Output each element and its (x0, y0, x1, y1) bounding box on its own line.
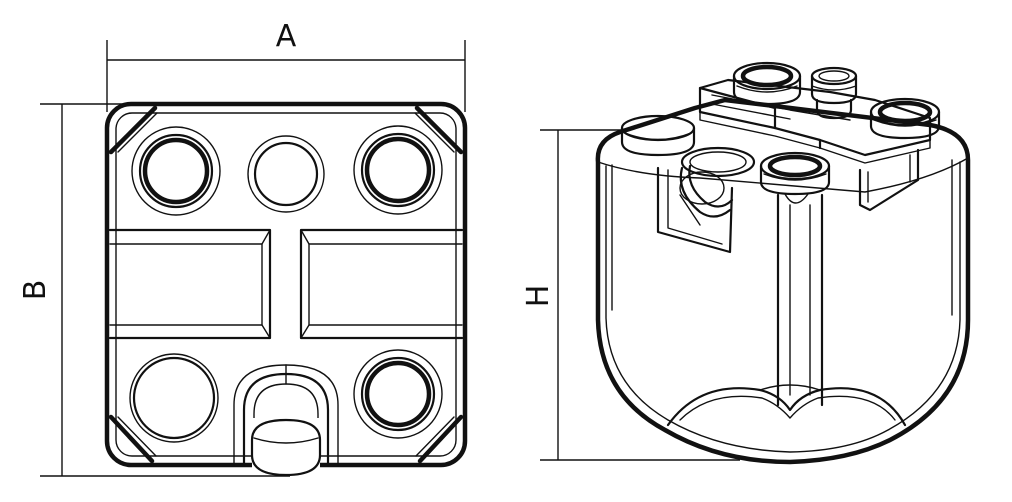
dimension-h: H (521, 129, 740, 461)
iso-port-front (759, 151, 831, 204)
top-view-port-bottom-right (353, 349, 443, 439)
top-view-port-top-left (131, 126, 221, 216)
isometric-view: H (521, 61, 971, 465)
top-view-side-nozzle (233, 364, 339, 477)
top-view-body (104, 101, 468, 468)
iso-side-outlet (656, 146, 756, 254)
top-view-port-top-center (247, 135, 325, 213)
dimension-h-label: H (521, 285, 556, 308)
top-view-port-top-right (353, 125, 443, 215)
dimension-b-label: B (18, 280, 53, 301)
iso-port-top-center (732, 61, 802, 106)
iso-port-left (620, 114, 696, 157)
top-view-channels (108, 228, 464, 340)
dimension-b: B (18, 103, 290, 477)
top-view-port-bottom-left (129, 353, 219, 443)
iso-port-right (869, 97, 941, 140)
iso-body (595, 97, 971, 465)
iso-port-small-center (810, 66, 858, 120)
dimension-a-label: A (276, 19, 297, 54)
top-view: A B (18, 19, 468, 477)
dimension-a: A (106, 19, 466, 112)
